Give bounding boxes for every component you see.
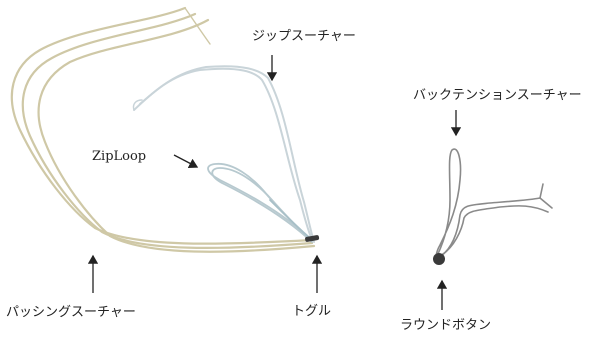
passing-suture [10,6,316,253]
passing-suture-label: パッシングスーチャー [6,305,136,320]
zip-suture-label: ジップスーチャー [252,29,356,44]
ziploop-label: ZipLoop [92,149,147,164]
toggle-label: トグル [292,304,332,319]
ziploop [207,163,313,243]
round-button-shape [433,253,445,265]
back-tension-suture [435,148,553,259]
round-button-label: ラウンドボタン [400,318,492,333]
ziploop-arrow [173,154,199,169]
back-tension-suture-label: バックテンションスーチャー [413,88,582,103]
toggle-shape [305,235,320,242]
